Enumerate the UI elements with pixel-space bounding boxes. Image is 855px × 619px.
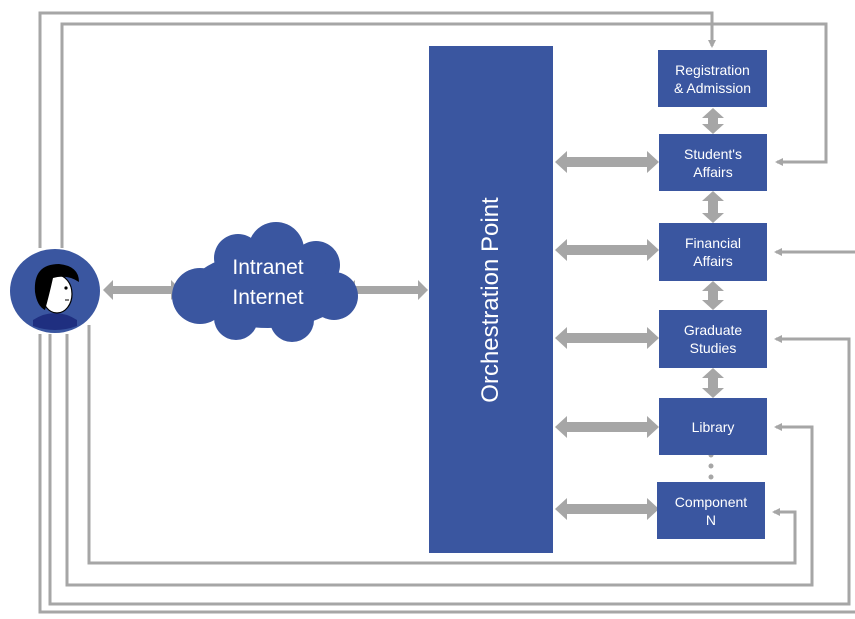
component-registration-admission[interactable]: Registration & Admission — [658, 50, 767, 107]
loop-students-affairs — [60, 22, 828, 248]
loop-registration — [38, 11, 716, 248]
arrow-students-financial — [702, 191, 724, 223]
component-financial-affairs[interactable]: Financial Affairs — [659, 223, 767, 281]
cloud-label: Intranet Internet — [232, 256, 304, 309]
arrow-user-cloud — [103, 280, 181, 300]
cloud-icon — [172, 222, 358, 342]
orchestration-point[interactable]: Orchestration Point — [429, 46, 553, 553]
orchestration-label: Orchestration Point — [477, 196, 504, 403]
arrow-graduate-library — [702, 368, 724, 398]
arrow-orch-students — [555, 151, 659, 173]
arrow-financial-graduate — [702, 281, 724, 310]
component-students-affairs[interactable]: Student's Affairs — [659, 134, 767, 191]
arrow-orch-graduate — [555, 327, 659, 349]
loop-graduate-studies — [48, 334, 851, 606]
vertical-ellipsis-icon — [708, 452, 714, 480]
arrow-orch-library — [555, 416, 659, 438]
component-library[interactable]: Library — [659, 398, 767, 455]
component-graduate-studies[interactable]: Graduate Studies — [659, 310, 767, 368]
loop-component-n — [87, 325, 797, 565]
arrow-orch-financial — [555, 239, 659, 261]
arrow-registration-students — [702, 108, 724, 134]
loop-library — [65, 334, 814, 587]
user-avatar-icon[interactable] — [9, 248, 101, 334]
arrow-orch-component-n — [555, 498, 659, 520]
arrow-cloud-orchestration — [345, 280, 428, 300]
loop-financial-affairs — [38, 334, 855, 614]
component-n[interactable]: Component N — [657, 482, 765, 539]
